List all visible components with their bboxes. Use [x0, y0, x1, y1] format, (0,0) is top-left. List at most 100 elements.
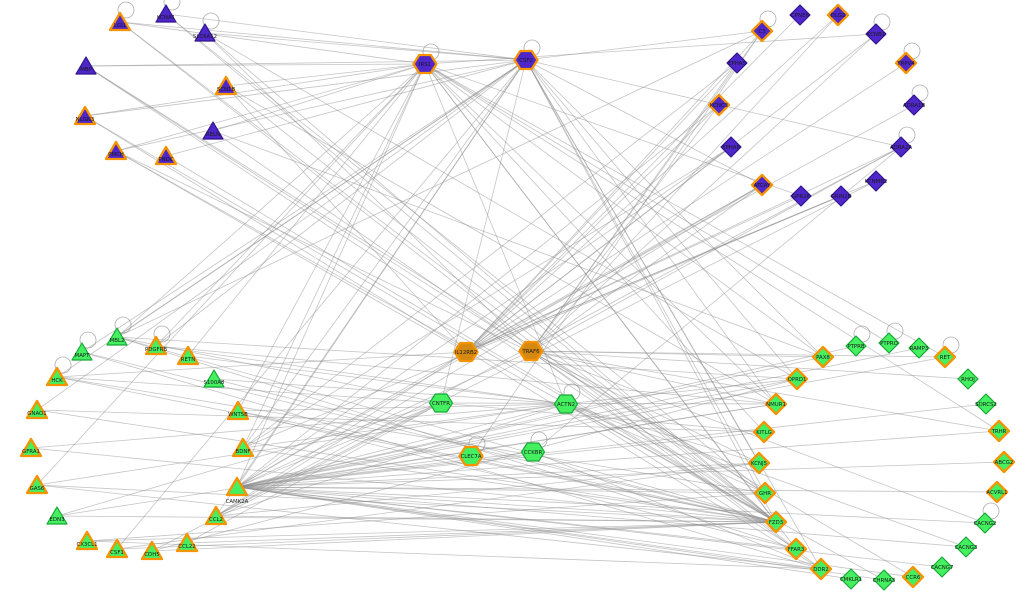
node-gas6[interactable]: GAS6: [25, 474, 49, 495]
node-lgi1[interactable]: LGI1: [108, 11, 132, 32]
diamond-node-shape[interactable]: [826, 3, 850, 27]
triangle-node-shape[interactable]: [144, 335, 168, 356]
node-cntfr[interactable]: CNTFR: [428, 393, 454, 413]
triangle-node-shape[interactable]: [106, 327, 128, 346]
node-ramp3[interactable]: RAMP3: [908, 337, 930, 359]
triangle-node-shape[interactable]: [104, 140, 128, 161]
triangle-node-shape[interactable]: [75, 56, 97, 75]
node-ptprb[interactable]: PTPRB: [845, 335, 867, 357]
hexagon-node-shape[interactable]: [412, 53, 438, 75]
triangle-node-shape[interactable]: [46, 506, 68, 525]
triangle-node-shape[interactable]: [105, 538, 129, 559]
hexagon-node-shape[interactable]: [518, 340, 544, 362]
node-sorcs2[interactable]: SORCS2: [975, 393, 997, 415]
node-pnoc[interactable]: PNOC: [154, 145, 178, 166]
node-trhr[interactable]: TRHR: [987, 419, 1011, 443]
diamond-node-shape[interactable]: [764, 510, 788, 534]
diamond-node-shape[interactable]: [873, 569, 895, 591]
triangle-node-shape[interactable]: [108, 11, 132, 32]
triangle-node-shape[interactable]: [71, 342, 93, 361]
diamond-node-shape[interactable]: [790, 185, 812, 207]
triangle-node-shape[interactable]: [231, 437, 255, 458]
diamond-node-shape[interactable]: [830, 185, 852, 207]
node-adra1b[interactable]: ADRA1B: [903, 94, 925, 116]
node-mbp[interactable]: MBP: [75, 56, 97, 75]
hexagon-node-shape[interactable]: [513, 49, 539, 71]
node-kcna1[interactable]: KCNA1: [155, 4, 177, 23]
triangle-node-shape[interactable]: [203, 369, 225, 388]
diamond-node-shape[interactable]: [747, 451, 771, 475]
node-csf2[interactable]: CSF2: [513, 49, 539, 71]
node-ddr2[interactable]: DDR2: [809, 557, 833, 581]
node-reln[interactable]: RELN: [202, 121, 224, 140]
diamond-node-shape[interactable]: [985, 480, 1009, 504]
diamond-node-shape[interactable]: [750, 19, 774, 43]
node-ccr6[interactable]: CCR6: [901, 565, 925, 589]
node-kitlg[interactable]: KITLG: [752, 420, 776, 444]
triangle-node-shape[interactable]: [155, 4, 177, 23]
diamond-node-shape[interactable]: [785, 367, 809, 391]
node-fzd3[interactable]: FZD3: [764, 510, 788, 534]
node-abcg2[interactable]: ABCG2: [992, 450, 1016, 474]
triangle-node-shape[interactable]: [175, 532, 199, 553]
diamond-node-shape[interactable]: [878, 332, 900, 354]
diamond-node-shape[interactable]: [753, 481, 777, 505]
diamond-node-shape[interactable]: [992, 450, 1016, 474]
node-cckbr[interactable]: CCKBR: [520, 442, 546, 462]
diamond-node-shape[interactable]: [789, 4, 811, 26]
node-ptpro[interactable]: PTPRO: [878, 332, 900, 354]
triangle-node-shape[interactable]: [226, 400, 250, 421]
node-bdnf[interactable]: BDNF: [231, 437, 255, 458]
diamond-node-shape[interactable]: [974, 512, 996, 534]
node-dlg2[interactable]: DLG2: [826, 3, 850, 27]
diamond-node-shape[interactable]: [809, 557, 833, 581]
node-rhoj[interactable]: RHOJ: [957, 368, 979, 390]
triangle-node-shape[interactable]: [25, 399, 49, 420]
node-traf6[interactable]: TRAF6: [518, 340, 544, 362]
diamond-node-shape[interactable]: [975, 393, 997, 415]
diamond-node-shape[interactable]: [903, 94, 925, 116]
triangle-node-shape[interactable]: [154, 145, 178, 166]
diamond-node-shape[interactable]: [865, 170, 887, 192]
diamond-node-shape[interactable]: [865, 23, 887, 45]
triangle-node-shape[interactable]: [214, 75, 238, 96]
node-ret[interactable]: RET: [933, 345, 957, 369]
node-cmklr1[interactable]: CMKLR1: [840, 568, 862, 590]
triangle-node-shape[interactable]: [25, 474, 49, 495]
triangle-node-shape[interactable]: [45, 366, 69, 387]
triangle-node-shape[interactable]: [202, 121, 224, 140]
diamond-node-shape[interactable]: [764, 392, 788, 416]
node-gnao1[interactable]: GNAO1: [25, 399, 49, 420]
node-chrna3[interactable]: CHRNA3: [873, 569, 896, 591]
diamond-node-shape[interactable]: [811, 345, 835, 369]
diamond-node-shape[interactable]: [933, 345, 957, 369]
node-trpv4[interactable]: TRPV4: [894, 51, 918, 75]
diamond-node-shape[interactable]: [726, 52, 748, 74]
node-ghr[interactable]: GHR: [753, 481, 777, 505]
hexagon-node-shape[interactable]: [553, 394, 579, 414]
node-adra2a[interactable]: ADRA2A: [890, 136, 912, 158]
diamond-node-shape[interactable]: [955, 536, 977, 558]
node-cacng2[interactable]: CACNG2: [974, 512, 997, 534]
node-oprd1[interactable]: OPRD1: [785, 367, 809, 391]
diamond-node-shape[interactable]: [750, 173, 774, 197]
diamond-node-shape[interactable]: [931, 556, 953, 578]
hexagon-node-shape[interactable]: [520, 442, 546, 462]
node-gpr26[interactable]: GPR26: [790, 185, 812, 207]
hexagon-node-shape[interactable]: [428, 393, 454, 413]
node-irs1[interactable]: IRS1: [412, 53, 438, 75]
triangle-node-shape[interactable]: [75, 530, 99, 551]
node-actn2[interactable]: ACTN2: [553, 394, 579, 414]
diamond-node-shape[interactable]: [894, 51, 918, 75]
diamond-node-shape[interactable]: [752, 420, 776, 444]
node-c3[interactable]: C3: [750, 19, 774, 43]
node-acvrl1[interactable]: ACVRL1: [985, 480, 1009, 504]
node-clec7a[interactable]: CLEC7A: [458, 445, 484, 467]
node-kcnb1[interactable]: KCNB1: [865, 23, 887, 45]
node-cacng7[interactable]: CACNG7: [931, 556, 954, 578]
diamond-node-shape[interactable]: [784, 537, 808, 561]
node-s100a8[interactable]: S100A8: [203, 369, 225, 388]
triangle-node-shape[interactable]: [194, 23, 216, 42]
diamond-node-shape[interactable]: [987, 419, 1011, 443]
